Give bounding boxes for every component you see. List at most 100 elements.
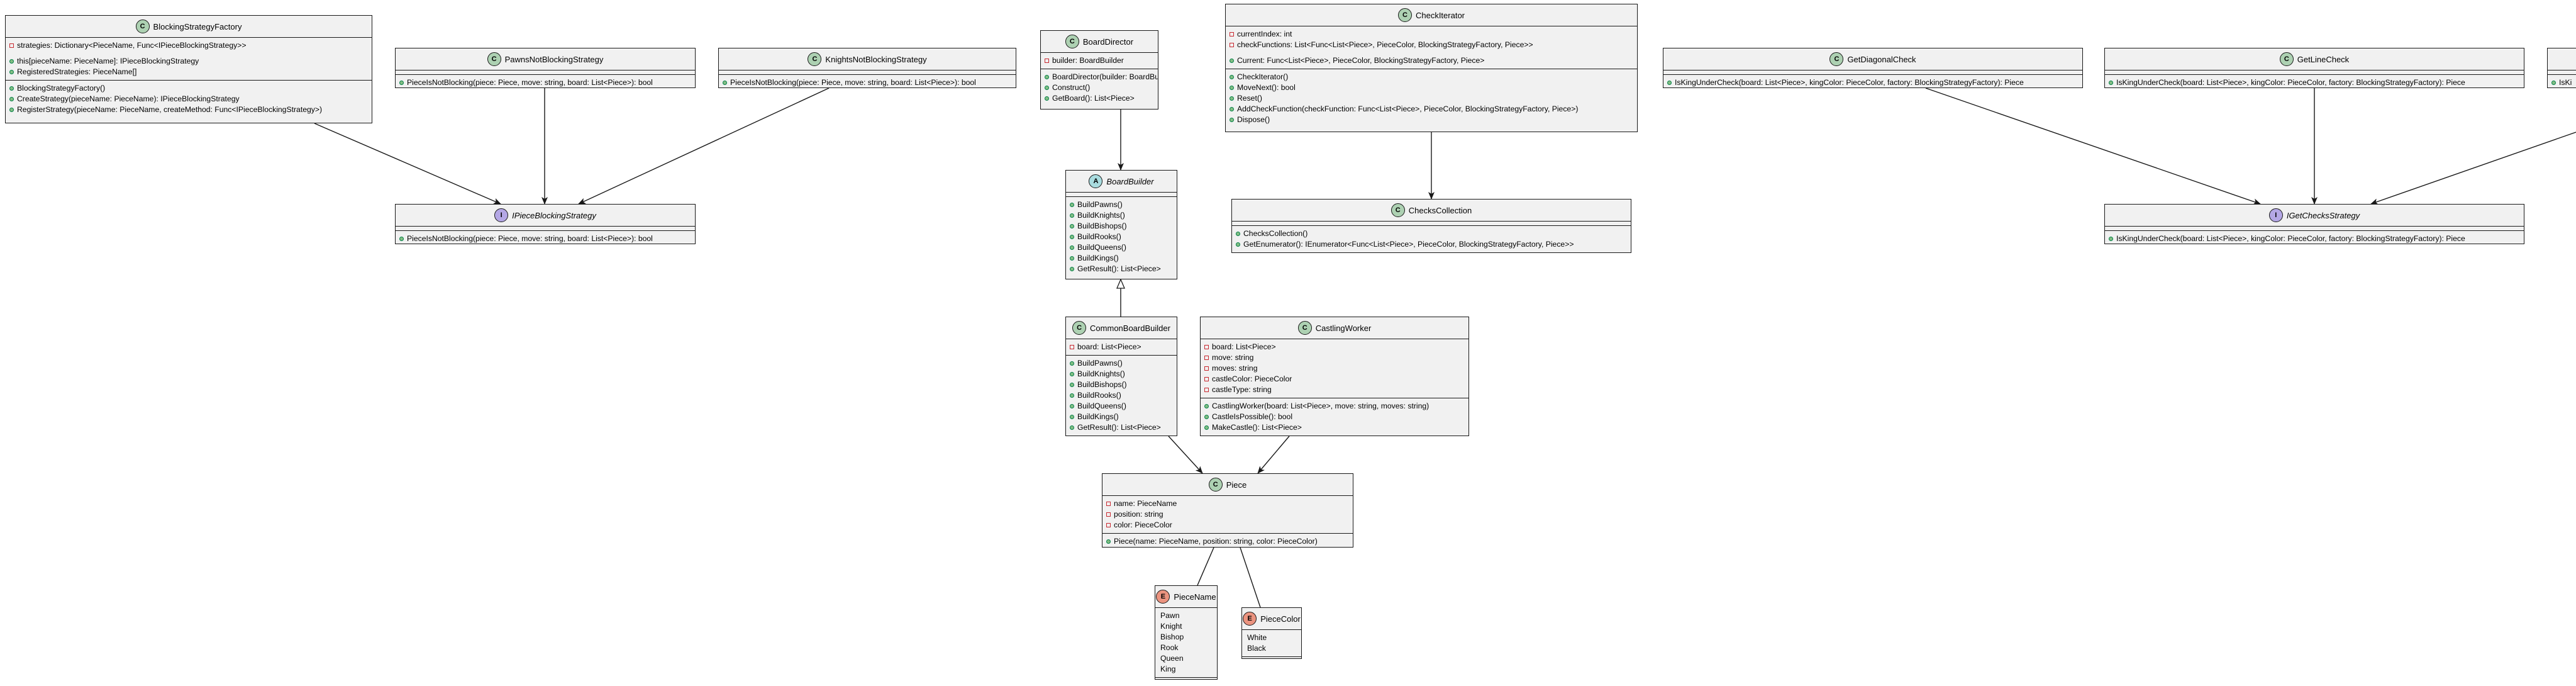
field-row: strategies: Dictionary<PieceName, Func<I… — [9, 40, 368, 51]
method-row: CreateStrategy(pieceName: PieceName): IP… — [9, 94, 368, 104]
member-text: King — [1160, 665, 1176, 673]
public-marker-icon — [1230, 75, 1234, 79]
methods-section: BoardDirector(builder: BoardBuilder)Cons… — [1041, 69, 1158, 106]
member-text: castleType: string — [1212, 385, 1272, 394]
public-marker-icon — [1070, 415, 1074, 419]
public-marker-icon — [9, 97, 14, 101]
field-row: this[pieceName: PieceName]: IPieceBlocki… — [9, 56, 368, 67]
field-row: RegisteredStrategies: PieceName[] — [9, 67, 368, 77]
public-marker-icon — [1070, 224, 1074, 228]
member-text: IsKi — [2559, 78, 2572, 87]
public-marker-icon — [723, 81, 727, 85]
method-row: PieceIsNotBlocking(piece: Piece, move: s… — [723, 77, 1012, 87]
abstract-class-icon: A — [1089, 174, 1103, 188]
public-marker-icon — [1070, 393, 1074, 398]
fields-section: board: List<Piece> — [1066, 339, 1177, 356]
field-row: move: string — [1204, 352, 1465, 363]
methods-section: CastlingWorker(board: List<Piece>, move:… — [1201, 398, 1468, 436]
fields-section: builder: BoardBuilder — [1041, 53, 1158, 69]
field-row: Current: Func<List<Piece>, PieceColor, B… — [1230, 55, 1633, 66]
enum-value: Knight — [1159, 621, 1213, 632]
method-row: CastlingWorker(board: List<Piece>, move:… — [1204, 401, 1465, 412]
method-row: IsKi — [2551, 77, 2576, 87]
edge-castling-to-piece — [1257, 436, 1290, 474]
methods-section: BuildPawns()BuildKnights()BuildBishops()… — [1066, 356, 1177, 436]
edge-diagonal-to-igetchecks — [1925, 87, 2261, 205]
interface-icon: I — [494, 208, 509, 222]
edge-knights-to-iblocking — [578, 87, 830, 205]
method-row: GetResult(): List<Piece> — [1070, 264, 1173, 274]
member-text: Pawn — [1160, 611, 1180, 620]
public-marker-icon — [1230, 107, 1234, 111]
enum-value: White — [1246, 633, 1297, 643]
member-text: GetResult(): List<Piece> — [1077, 423, 1161, 432]
member-text: BuildKings() — [1077, 254, 1119, 262]
methods-section: PieceIsNotBlocking(piece: Piece, move: s… — [396, 231, 695, 244]
enum-value: Black — [1246, 643, 1297, 654]
member-text: PieceIsNotBlocking(piece: Piece, move: s… — [730, 78, 976, 87]
member-text: position: string — [1114, 510, 1163, 519]
member-text: CheckIterator() — [1237, 72, 1289, 81]
member-text: Queen — [1160, 654, 1184, 663]
class-name: GetDiagonalCheck — [1847, 54, 1916, 64]
enum-value: Pawn — [1159, 610, 1213, 621]
member-text: RegisteredStrategies: PieceName[] — [17, 67, 137, 76]
member-text: BuildBishops() — [1077, 222, 1127, 230]
method-row: GetBoard(): List<Piece> — [1045, 93, 1154, 104]
class-name: ChecksCollection — [1408, 205, 1472, 215]
member-text: AddCheckFunction(checkFunction: Func<Lis… — [1237, 104, 1579, 113]
member-text: board: List<Piece> — [1212, 342, 1276, 351]
method-row: Construct() — [1045, 82, 1154, 93]
public-marker-icon — [1070, 235, 1074, 239]
class-icon: C — [1297, 321, 1312, 335]
method-row: IsKingUnderCheck(board: List<Piece>, kin… — [2109, 233, 2520, 244]
member-text: CastleIsPossible(): bool — [1212, 412, 1293, 421]
edge-piece-to-piececolor — [1240, 547, 1261, 608]
fields-section — [2105, 70, 2524, 75]
method-row: BuildQueens() — [1070, 401, 1173, 412]
member-text: Current: Func<List<Piece>, PieceColor, B… — [1237, 56, 1485, 65]
methods-section: IsKingUnderCheck(board: List<Piece>, kin… — [2105, 231, 2524, 244]
public-marker-icon — [1070, 404, 1074, 408]
fields-section — [1663, 70, 2082, 75]
member-text: Knight — [1160, 622, 1182, 631]
class-header: C — [2548, 48, 2576, 70]
private-marker-icon — [1106, 523, 1111, 527]
member-text: BuildKings() — [1077, 412, 1119, 421]
class-name: BlockingStrategyFactory — [153, 21, 242, 31]
public-marker-icon — [1204, 425, 1209, 430]
member-text: PieceIsNotBlocking(piece: Piece, move: s… — [407, 78, 653, 87]
class-name: KnightsNotBlockingStrategy — [825, 54, 927, 64]
public-marker-icon — [2551, 81, 2556, 85]
class-name: PieceName — [1174, 592, 1216, 602]
member-text: BuildPawns() — [1077, 359, 1123, 368]
fields-section: strategies: Dictionary<PieceName, Func<I… — [6, 38, 372, 81]
private-marker-icon — [1204, 388, 1209, 392]
public-marker-icon — [1070, 213, 1074, 218]
method-row: BuildKnights() — [1070, 210, 1173, 221]
private-marker-icon — [1204, 345, 1209, 349]
member-text: BuildBishops() — [1077, 380, 1127, 389]
member-text: GetEnumerator(): IEnumerator<Func<List<P… — [1243, 240, 1574, 249]
public-marker-icon — [1236, 242, 1240, 247]
class-icon: C — [135, 20, 150, 33]
member-text: BlockingStrategyFactory() — [17, 84, 106, 93]
method-row: IsKingUnderCheck(board: List<Piece>, kin… — [2109, 77, 2520, 87]
class-icon: C — [1391, 203, 1405, 217]
member-text: move: string — [1212, 353, 1254, 362]
fields-section — [1066, 193, 1177, 197]
member-text: Construct() — [1052, 83, 1091, 92]
